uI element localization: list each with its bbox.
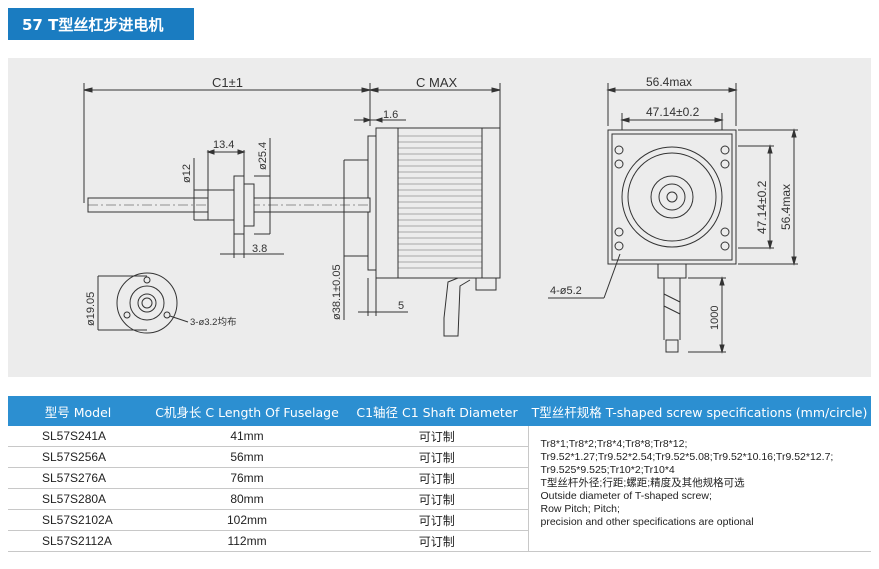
table-row: SL57S276A 76mm 可订制: [8, 467, 871, 489]
dim-d25-4: ø25.4: [257, 142, 269, 170]
spec-line: Row Pitch; Pitch;: [540, 503, 620, 515]
cell-length: 56mm: [148, 446, 346, 468]
cell-model: SL57S280A: [8, 488, 148, 510]
dim-47-14-side: 47.14±0.2: [755, 180, 769, 234]
dim-1000: 1000: [709, 306, 721, 330]
cell-model: SL57S256A: [8, 446, 148, 468]
side-view: C1±1 C MAX 1.6: [83, 75, 501, 337]
table-row: SL57S2112A 112mm 可订制: [8, 530, 871, 552]
cell-length: 80mm: [148, 488, 346, 510]
table-row: SL57S2102A 102mm 可订制: [8, 509, 871, 531]
header-length: C机身长 C Length Of Fuselage: [148, 396, 346, 426]
section-title-text: 57 T型丝杠步进电机: [22, 15, 164, 34]
dim-cmax: C MAX: [416, 75, 458, 90]
dim-5: 5: [398, 300, 404, 312]
table-row: SL57S256A 56mm 可订制: [8, 446, 871, 468]
dim-56-4max-top: 56.4max: [646, 75, 692, 89]
dim-47-14-top: 47.14±0.2: [646, 105, 700, 119]
spec-line: T型丝杆外径;行距;螺距;精度及其他规格可选: [540, 477, 745, 489]
header-screw-spec: T型丝杆规格 T-shaped screw specifications (mm…: [528, 396, 871, 426]
cell-shaft-diameter: 可订制: [346, 509, 528, 531]
cell-screw-spec: Tr8*1;Tr8*2;Tr8*4;Tr8*8;Tr8*12; Tr9.52*1…: [527, 426, 871, 552]
table-row: SL57S280A 80mm 可订制: [8, 488, 871, 510]
dim-holes-3: 3-ø3.2均布: [190, 316, 236, 328]
dim-d38-1: ø38.1±0.05: [331, 264, 343, 320]
table-header-row: 型号 Model C机身长 C Length Of Fuselage C1轴径 …: [8, 396, 871, 426]
cell-shaft-diameter: 可订制: [346, 530, 528, 552]
cell-model: SL57S276A: [8, 467, 148, 489]
header-model: 型号 Model: [8, 396, 148, 426]
nut-front-view: ø19.05 3-ø3.2均布: [85, 272, 236, 334]
cell-length: 102mm: [148, 509, 346, 531]
cell-shaft-diameter: 可订制: [346, 488, 528, 510]
section-title: 57 T型丝杠步进电机: [8, 8, 194, 40]
dim-d12: ø12: [181, 164, 193, 183]
dim-3-8: 3.8: [252, 243, 267, 255]
spec-line: Tr8*1;Tr8*2;Tr8*4;Tr8*8;Tr8*12;: [540, 438, 688, 450]
motor-fins: [398, 135, 482, 269]
dim-c1: C1±1: [212, 75, 243, 90]
dim-d19-05: ø19.05: [85, 292, 97, 326]
spec-table: 型号 Model C机身长 C Length Of Fuselage C1轴径 …: [8, 396, 871, 552]
cell-shaft-diameter: 可订制: [346, 446, 528, 468]
cell-model: SL57S2112A: [8, 530, 148, 552]
header-shaft-diameter: C1轴径 C1 Shaft Diameter: [346, 396, 528, 426]
motor-front-view: 56.4max 47.14±0.2 47.14±0.2 56.4max: [548, 75, 798, 354]
dim-1-6: 1.6: [383, 109, 398, 121]
cell-length: 112mm: [148, 530, 346, 552]
drawing-svg: C1±1 C MAX 1.6: [83, 75, 798, 354]
dim-13-4: 13.4: [213, 139, 234, 151]
table-row: SL57S241A 41mm 可订制 Tr8*1;Tr8*2;Tr8*4;Tr8…: [8, 426, 871, 552]
dim-56-4max-side: 56.4max: [779, 184, 793, 230]
cell-shaft-diameter: 可订制: [346, 467, 528, 489]
cell-model: SL57S2102A: [8, 509, 148, 531]
spec-line: Outside diameter of T-shaped screw;: [540, 490, 712, 502]
cell-model: SL57S241A: [8, 426, 148, 447]
technical-drawing: C1±1 C MAX 1.6: [8, 58, 871, 377]
cell-length: 41mm: [148, 426, 346, 447]
spec-line: Tr9.525*9.525;Tr10*2;Tr10*4: [540, 464, 675, 476]
dim-holes-4: 4-ø5.2: [550, 285, 582, 297]
spec-line: precision and other specifications are o…: [540, 516, 754, 528]
cell-shaft-diameter: 可订制: [346, 426, 528, 447]
cell-length: 76mm: [148, 467, 346, 489]
spec-line: Tr9.52*1.27;Tr9.52*2.54;Tr9.52*5.08;Tr9.…: [540, 451, 834, 463]
